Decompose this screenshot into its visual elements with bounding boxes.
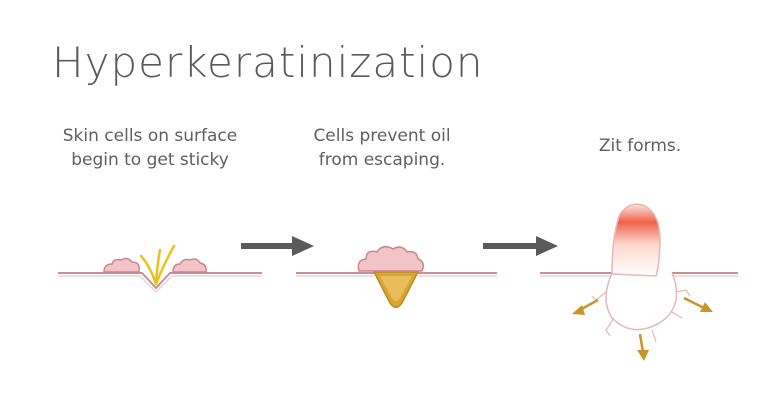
inflammation-cracks bbox=[591, 289, 691, 343]
skin-surface-line bbox=[58, 272, 262, 290]
sticky-cell-plug bbox=[357, 245, 425, 272]
step-2-caption-line-1: Cells prevent oil bbox=[313, 126, 451, 146]
step-2-caption: Cells prevent oil from escaping. bbox=[282, 124, 482, 172]
sticky-cell-cluster-right bbox=[172, 258, 207, 273]
step-1-illustration bbox=[58, 244, 262, 294]
step-1-caption-line-1: Skin cells on surface bbox=[62, 126, 238, 146]
process-arrow-1 bbox=[241, 236, 314, 256]
sticky-cell-cluster-left bbox=[103, 257, 140, 273]
step-1-caption-line-2: begin to get sticky bbox=[71, 150, 229, 170]
diagram-title: Hyperkeratinization bbox=[52, 38, 484, 87]
step-3-illustration bbox=[540, 203, 738, 361]
step-2-caption-line-2: from escaping. bbox=[318, 150, 446, 170]
zit-head bbox=[611, 203, 661, 277]
step-1-caption: Skin cells on surface begin to get stick… bbox=[40, 124, 260, 172]
hair-strands bbox=[139, 244, 176, 286]
skin-surface-line-inner bbox=[58, 275, 262, 294]
process-arrow-2 bbox=[483, 236, 558, 256]
pore-inner-highlight bbox=[380, 276, 412, 301]
step-3-caption-line-1: Zit forms. bbox=[598, 136, 682, 156]
pus-spread-arrows bbox=[572, 296, 713, 361]
step-3-caption: Zit forms. bbox=[560, 134, 720, 158]
swollen-pore bbox=[605, 272, 678, 331]
step-2-illustration bbox=[296, 245, 497, 309]
